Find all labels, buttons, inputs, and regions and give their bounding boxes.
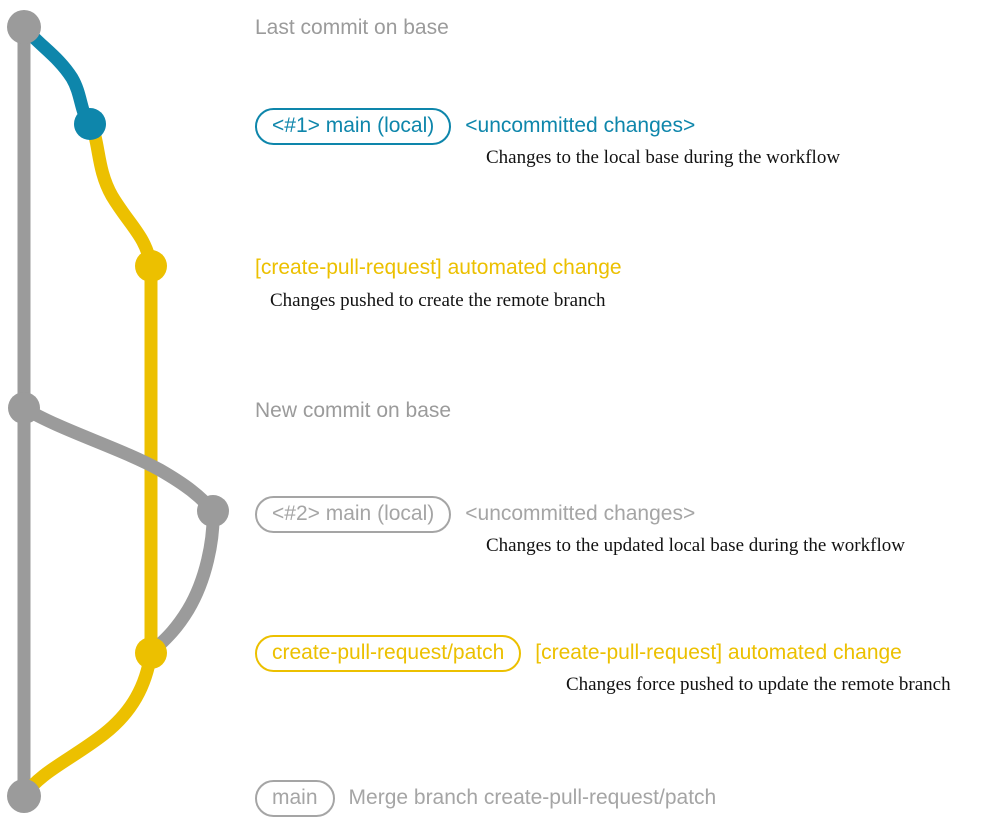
commit-description-local-2: Changes to the updated local base during…	[486, 535, 905, 556]
edge-local1-to-patch1	[83, 117, 158, 273]
branch-pill-main-local-1[interactable]: <#1> main (local)	[255, 108, 452, 145]
commit-row-local-2: <#2> main (local) <uncommitted changes>	[255, 496, 695, 533]
branch-pill-main[interactable]: main	[255, 780, 335, 817]
commit-subject-last-commit-on-base: Last commit on base	[255, 16, 449, 39]
edge-local2-to-patch2	[144, 504, 220, 660]
branch-pill-main-local-2[interactable]: <#2> main (local)	[255, 496, 452, 533]
edge-base-to-local2	[17, 401, 220, 518]
commit-description-local-1: Changes to the local base during the wor…	[486, 147, 841, 168]
commit-subject-automated-change-1: [create-pull-request] automated change	[255, 256, 622, 279]
commit-row-automated-change-1: [create-pull-request] automated change	[255, 257, 622, 278]
commit-row-merge-commit: main Merge branch create-pull-request/pa…	[255, 780, 716, 817]
commit-node-last-commit-on-base[interactable]	[7, 10, 41, 44]
edge-patch2-to-merge	[17, 646, 158, 803]
commit-description-automated-change-2: Changes force pushed to update the remot…	[566, 674, 951, 695]
commit-node-new-commit-on-base[interactable]	[8, 392, 40, 424]
commit-subject-merge-commit: Merge branch create-pull-request/patch	[348, 786, 717, 809]
commit-subject-local-1: <uncommitted changes>	[465, 114, 696, 137]
commit-node-automated-change-2[interactable]	[135, 637, 167, 669]
edge-base-to-local1	[17, 20, 97, 131]
commit-row-local-1: <#1> main (local) <uncommitted changes>	[255, 108, 695, 145]
commit-node-automated-change-1[interactable]	[135, 250, 167, 282]
commit-node-merge-commit[interactable]	[7, 779, 41, 813]
branch-pill-create-pull-request-patch[interactable]: create-pull-request/patch	[255, 635, 522, 672]
commit-description-automated-change-1: Changes pushed to create the remote bran…	[270, 290, 606, 311]
commit-subject-automated-change-2: [create-pull-request] automated change	[535, 641, 902, 664]
commit-node-local-1[interactable]	[74, 108, 106, 140]
commit-subject-new-commit-on-base: New commit on base	[255, 399, 452, 422]
commit-row-automated-change-2: create-pull-request/patch [create-pull-r…	[255, 635, 902, 672]
commit-node-local-2[interactable]	[197, 495, 229, 527]
commit-subject-local-2: <uncommitted changes>	[465, 502, 696, 525]
